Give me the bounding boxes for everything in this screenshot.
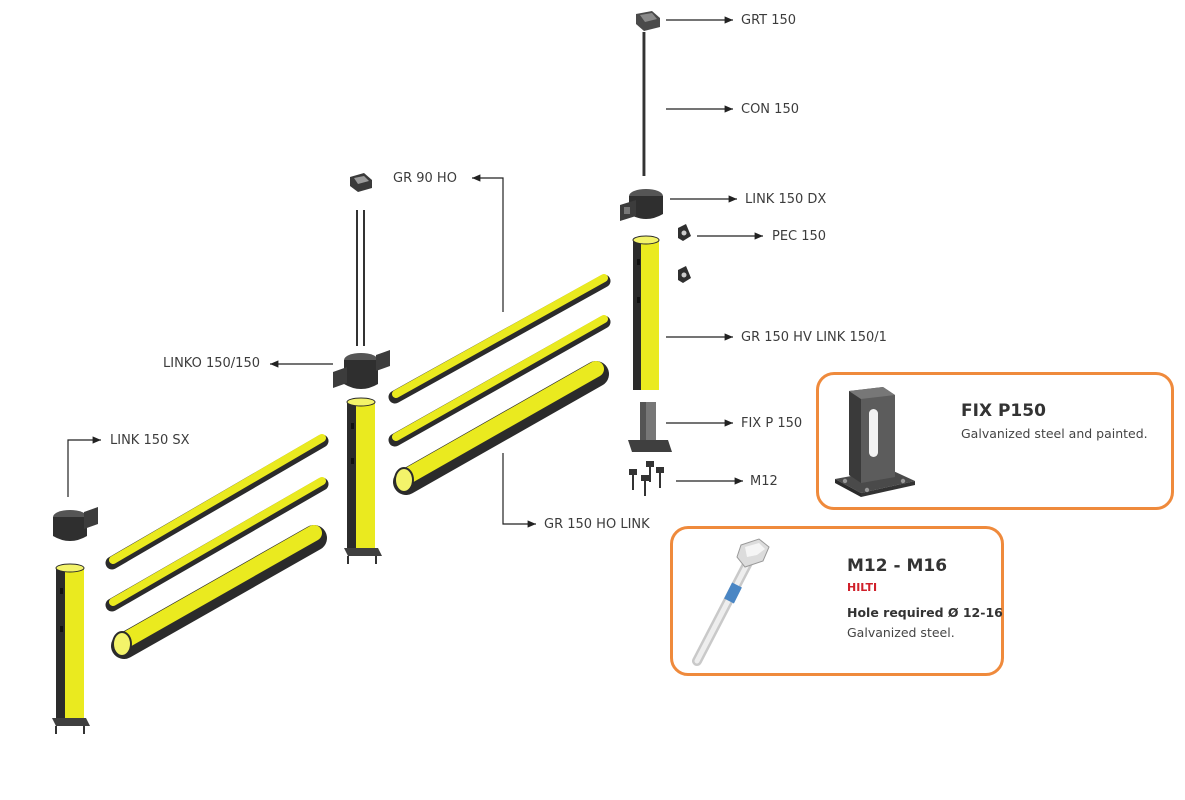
label-gr-150-hv-link: GR 150 HV LINK 150/1 xyxy=(741,330,887,345)
anchor-brand: HILTI xyxy=(847,581,878,594)
fix-p150-description: Galvanized steel and painted. xyxy=(961,426,1148,441)
rail-lower-left xyxy=(111,525,327,659)
grt-150-cap xyxy=(636,11,660,31)
anchor-title: M12 - M16 xyxy=(847,556,948,576)
label-gr-150-ho-link: GR 150 HO LINK xyxy=(544,517,650,532)
con-150-rod xyxy=(642,32,646,176)
fix-p150-title: FIX P150 xyxy=(961,401,1046,421)
label-gr-90-ho: GR 90 HO xyxy=(393,171,457,186)
label-fix-p-150: FIX P 150 xyxy=(741,416,803,431)
linko-150-connector xyxy=(333,350,390,389)
pec-150-bracket-bottom xyxy=(678,266,691,283)
label-link-150-sx: LINK 150 SX xyxy=(110,433,190,448)
gr-150-hv-link-post xyxy=(632,235,660,390)
rail-upper-right xyxy=(388,274,611,404)
link-150-dx-connector xyxy=(620,189,663,221)
rail-middle-left xyxy=(105,477,329,612)
fix-p150-image xyxy=(835,387,915,497)
label-m12: M12 xyxy=(750,474,778,489)
m12-bolts xyxy=(629,461,664,496)
left-post xyxy=(52,563,90,734)
anchor-m12-m16-card: M12 - M16 HILTI Hole required Ø 12-16 Ga… xyxy=(670,526,1004,676)
middle-post xyxy=(344,397,382,564)
label-link-150-dx: LINK 150 DX xyxy=(745,192,827,207)
label-grt-150: GRT 150 xyxy=(741,13,797,28)
pec-150-bracket-top xyxy=(678,224,691,241)
rail-middle-right xyxy=(388,315,611,447)
middle-rods xyxy=(356,210,365,346)
fix-p-150-base xyxy=(628,402,672,452)
label-pec-150: PEC 150 xyxy=(772,229,827,244)
hilti-anchor-image xyxy=(692,538,770,666)
label-linko-150: LINKO 150/150 xyxy=(163,356,260,371)
label-con-150: CON 150 xyxy=(741,102,799,117)
rail-upper-left xyxy=(105,434,329,570)
anchor-hole-requirement: Hole required Ø 12-16 xyxy=(847,605,1003,620)
link-150-sx-connector xyxy=(53,507,98,541)
fix-p150-card: FIX P150 Galvanized steel and painted. xyxy=(816,372,1174,510)
gr-90-ho-cap xyxy=(350,173,372,192)
leader-lines xyxy=(67,16,763,528)
anchor-description: Galvanized steel. xyxy=(847,625,955,640)
rail-lower-right xyxy=(393,361,609,495)
